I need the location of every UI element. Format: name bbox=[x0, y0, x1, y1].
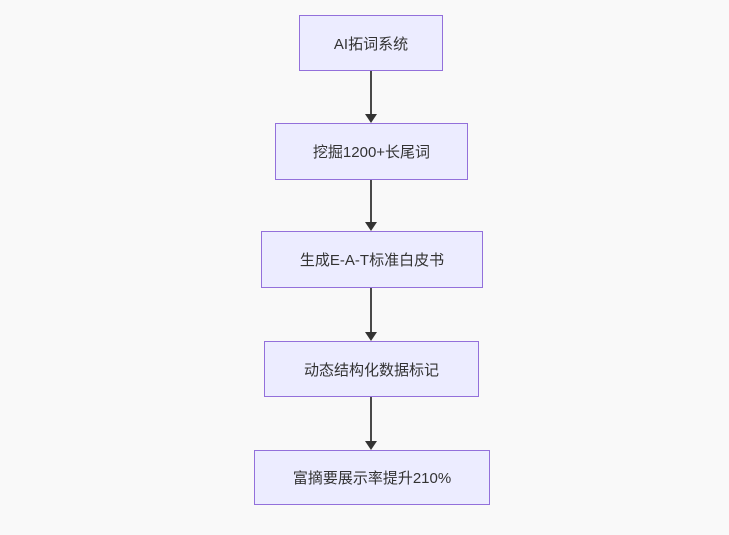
flow-node-label: AI拓词系统 bbox=[333, 35, 409, 53]
edge-line bbox=[370, 288, 372, 333]
flow-node-step-5: 富摘要展示率提升210% bbox=[254, 450, 490, 505]
edge-line bbox=[370, 71, 372, 115]
flow-node-label: 挖掘1200+长尾词 bbox=[312, 144, 431, 161]
flow-node-step-4: 动态结构化数据标记 bbox=[264, 341, 479, 397]
arrow-down-icon bbox=[365, 332, 377, 341]
arrow-down-icon bbox=[365, 222, 377, 231]
arrow-down-icon bbox=[365, 114, 377, 123]
flow-node-label: 动态结构化数据标记 bbox=[303, 361, 439, 379]
arrow-down-icon bbox=[365, 441, 377, 450]
flow-node-label: 生成E-A-T标准白皮书 bbox=[299, 252, 445, 269]
flow-node-step-1: AI拓词系统 bbox=[299, 15, 443, 71]
edge-line bbox=[370, 397, 372, 442]
flow-node-label: 富摘要展示率提升210% bbox=[292, 470, 452, 487]
flow-node-step-3: 生成E-A-T标准白皮书 bbox=[261, 231, 483, 288]
edge-line bbox=[370, 180, 372, 223]
flow-node-step-2: 挖掘1200+长尾词 bbox=[275, 123, 468, 180]
